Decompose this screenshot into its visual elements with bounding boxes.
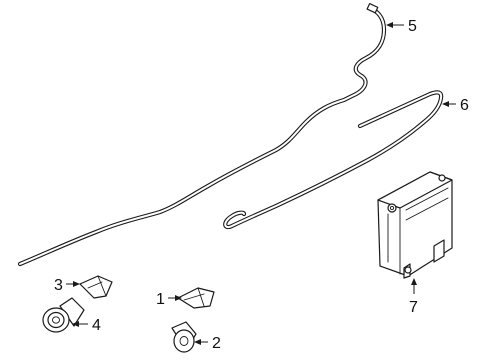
- connector-end-icon: [366, 2, 379, 14]
- rod-part-6: [223, 90, 444, 230]
- callout-label-1: 1: [156, 291, 165, 308]
- callout-label-5: 5: [408, 18, 417, 35]
- callout-label-2: 2: [212, 335, 221, 352]
- wire-harness-part-5: [17, 2, 387, 267]
- connector-port-icon: [433, 239, 445, 263]
- callout-2: 2: [194, 335, 221, 352]
- callout-label-6: 6: [460, 97, 469, 114]
- callout-label-4: 4: [92, 317, 101, 334]
- callout-4: 4: [72, 317, 101, 334]
- grommet-part-2: [171, 321, 197, 353]
- callout-3: 3: [54, 277, 80, 294]
- callout-7: 7: [409, 278, 418, 316]
- callout-1: 1: [156, 291, 182, 308]
- clip-part-1: [177, 287, 215, 309]
- clip-part-3: [79, 275, 113, 299]
- module-part-7: [377, 171, 453, 279]
- callout-label-7: 7: [409, 299, 418, 316]
- grommet-part-4: [42, 297, 85, 333]
- mount-hole-icon: [387, 203, 397, 213]
- callout-label-3: 3: [54, 277, 63, 294]
- callout-5: 5: [386, 18, 417, 35]
- callout-6: 6: [442, 97, 469, 114]
